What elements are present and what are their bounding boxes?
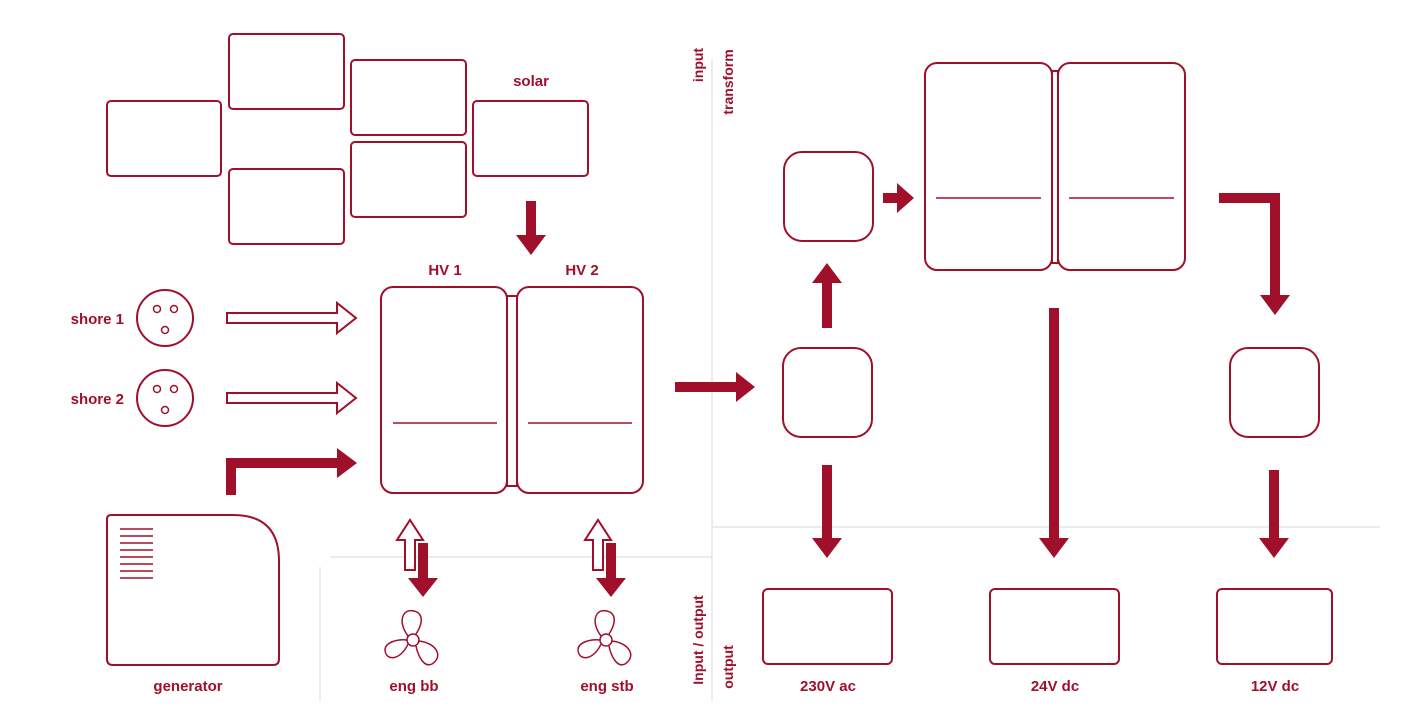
generator-label: generator <box>153 678 222 695</box>
eng-stb-label: eng stb <box>580 678 633 695</box>
ac-converter-box <box>782 347 873 438</box>
solar-panel <box>472 100 589 177</box>
output-12v-box <box>1216 588 1333 665</box>
ac-to-upper-converter-arrow <box>812 263 842 328</box>
section-label-output: output <box>720 645 736 689</box>
battery-box-right <box>1057 62 1186 271</box>
section-label-input: input <box>690 48 706 83</box>
shore1-plug-icon <box>136 289 194 347</box>
section-label-transform: transform <box>720 49 736 114</box>
battery-bank <box>924 62 1186 271</box>
generator-to-hv-arrow <box>226 448 357 495</box>
battery-box-left <box>924 62 1053 271</box>
output-230v-label: 230V ac <box>800 678 856 695</box>
arrow-to-12v <box>1259 470 1289 558</box>
output-12v-label: 12V dc <box>1251 678 1299 695</box>
solar-panel <box>228 168 345 245</box>
hv1-box <box>380 286 508 494</box>
solar-panel <box>350 141 467 218</box>
hv-to-converter-arrow <box>675 372 755 402</box>
hv-switchboards <box>380 286 644 494</box>
solar-label: solar <box>513 73 549 90</box>
shore1-arrow <box>226 300 358 336</box>
arrow-to-230v <box>812 465 842 558</box>
eng-stb-propeller-icon <box>577 609 632 666</box>
solar-to-hv-arrow <box>516 201 546 255</box>
generator-icon <box>106 514 280 666</box>
eng-bb-propeller-icon <box>384 609 439 666</box>
hv-coupler <box>506 295 518 487</box>
eng-stb-down-arrow <box>596 543 626 597</box>
output-24v-label: 24V dc <box>1031 678 1079 695</box>
solar-panel <box>228 33 345 110</box>
arrow-to-24v <box>1039 308 1069 558</box>
solar-panels <box>106 33 589 245</box>
upper-converter-box <box>783 151 874 242</box>
output-24v-box <box>989 588 1120 665</box>
eng-bb-up-arrow <box>395 518 425 571</box>
shore1-label: shore 1 <box>71 311 124 328</box>
dc12-converter-box <box>1229 347 1320 438</box>
eng-bb-label: eng bb <box>389 678 438 695</box>
converter-to-battery-arrow <box>883 183 914 213</box>
hv1-label: HV 1 <box>428 262 461 279</box>
solar-panel <box>350 59 467 136</box>
solar-panel <box>106 100 222 177</box>
shore2-arrow <box>226 380 358 416</box>
hv2-box <box>516 286 644 494</box>
eng-bb-down-arrow <box>408 543 438 597</box>
hv2-label: HV 2 <box>565 262 598 279</box>
output-230v-box <box>762 588 893 665</box>
section-label-input-output: Input / output <box>690 595 706 685</box>
eng-stb-up-arrow <box>583 518 613 571</box>
shore2-plug-icon <box>136 369 194 427</box>
shore2-label: shore 2 <box>71 391 124 408</box>
battery-to-12v-converter-arrow <box>1219 193 1290 315</box>
